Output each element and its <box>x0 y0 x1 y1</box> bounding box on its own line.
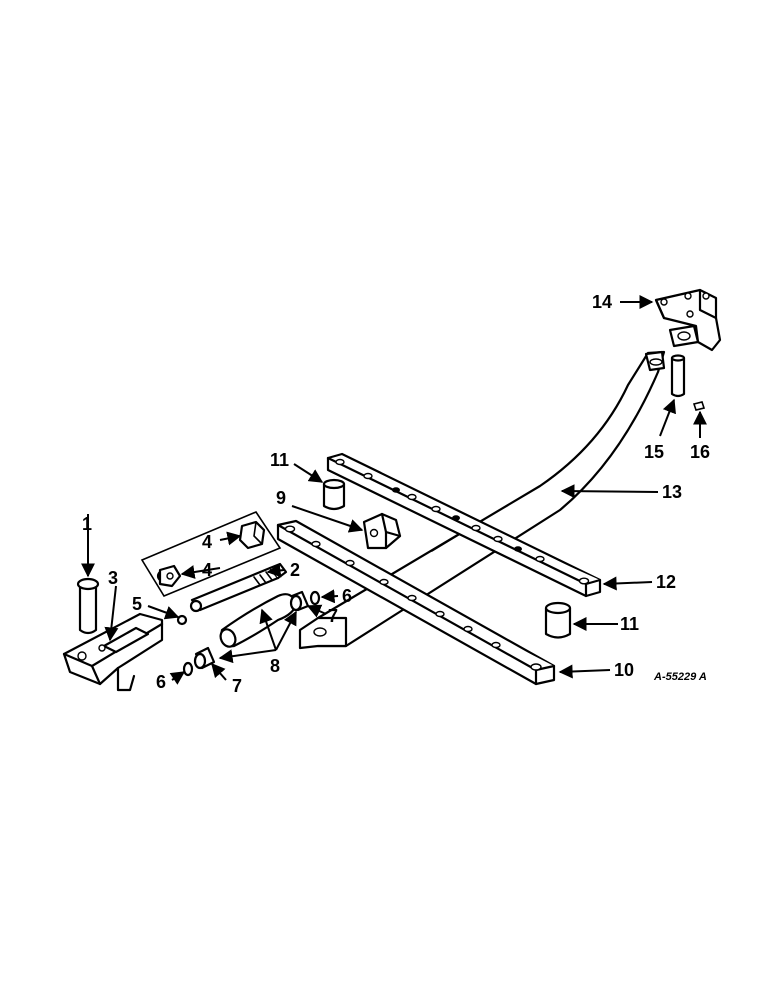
bushing-7-lower <box>193 646 216 670</box>
inset-box-4 <box>140 511 282 598</box>
clevis-3 <box>62 612 164 692</box>
bracket-9 <box>362 512 402 550</box>
pin-15 <box>670 354 686 398</box>
sleeve-8 <box>219 593 298 648</box>
leader-lines <box>81 295 707 685</box>
callout-16: 16 <box>690 442 710 462</box>
figure-reference: A-55229 A <box>653 671 707 683</box>
callout-labels: 1 3 2 4 4 5 6 6 7 7 8 9 10 11 11 12 13 1… <box>82 292 710 696</box>
ring-6-upper <box>309 590 321 606</box>
callout-12: 12 <box>656 572 676 592</box>
callout-11-upper: 11 <box>270 450 289 470</box>
callout-5: 5 <box>132 594 142 614</box>
ball-5 <box>176 614 188 626</box>
bushing-7-upper <box>289 590 310 612</box>
ring-6-lower <box>182 661 194 677</box>
spacer-11-upper <box>322 478 346 511</box>
callout-9: 9 <box>276 488 286 508</box>
bar-10 <box>276 519 556 686</box>
callout-7-upper: 7 <box>328 606 338 626</box>
spacer-11-lower <box>544 601 572 639</box>
hitch-bracket-14 <box>654 288 722 352</box>
callout-11-lower: 11 <box>620 614 639 634</box>
callout-14: 14 <box>592 292 612 312</box>
callout-8: 8 <box>270 656 280 676</box>
callout-7-lower: 7 <box>232 676 242 696</box>
callout-3: 3 <box>108 568 118 588</box>
callout-15: 15 <box>644 442 664 462</box>
callout-1: 1 <box>82 514 92 534</box>
callout-13: 13 <box>662 482 682 502</box>
bar-12 <box>326 452 602 598</box>
clip-16 <box>692 401 706 411</box>
callout-2: 2 <box>290 560 300 580</box>
callout-4-upper: 4 <box>202 532 212 552</box>
callout-6-lower: 6 <box>156 672 166 692</box>
callout-6-upper: 6 <box>342 586 352 606</box>
drawbar-13 <box>298 350 666 650</box>
callout-10: 10 <box>614 660 634 680</box>
callout-4-lower: 4 <box>202 560 212 580</box>
pin-1 <box>76 577 100 635</box>
